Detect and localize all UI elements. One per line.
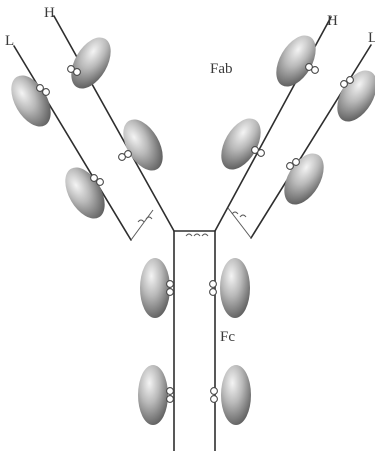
ss-ring (167, 396, 174, 403)
cl-domain-left (57, 161, 113, 225)
ch3-domain-right (221, 365, 251, 425)
chain-lines (14, 16, 371, 451)
ss-ring (97, 179, 104, 186)
ss-ring (167, 289, 174, 296)
ss-ring (341, 81, 348, 88)
label-fab-region: Fab (210, 61, 233, 77)
ch3-domain-left (138, 365, 168, 425)
ch2-domain-left (140, 258, 170, 318)
vl-domain-right (329, 64, 375, 128)
ss-ring (211, 388, 218, 395)
disulfide-right-line (228, 208, 251, 238)
label-heavy-chain-right: H (327, 13, 338, 29)
ss-ring (347, 77, 354, 84)
ss-ring (312, 67, 319, 74)
ss-ring (293, 159, 300, 166)
ss-ring (210, 281, 217, 288)
vh-domain-right (268, 29, 324, 93)
ss-ring (211, 396, 218, 403)
ss-ring (287, 163, 294, 170)
cl-domain-right (276, 147, 332, 211)
ss-ring (125, 151, 132, 158)
ss-ring (167, 388, 174, 395)
ch1-domain-left (115, 113, 171, 177)
label-light-chain-right: L (368, 30, 375, 46)
ss-ring (210, 289, 217, 296)
ss-ring (37, 85, 44, 92)
label-heavy-chain-left: H (44, 5, 55, 21)
disulfide-links (131, 208, 251, 240)
ss-ring (167, 281, 174, 288)
label-fc-region: Fc (220, 329, 235, 345)
vh-domain-left (63, 31, 119, 95)
ss-ring (91, 175, 98, 182)
label-light-chain-left: L (5, 33, 14, 49)
ss-ring (74, 69, 81, 76)
ss-ring (43, 89, 50, 96)
ch1-domain-right (213, 112, 269, 176)
ss-ring (258, 150, 265, 157)
hinge-disulfide-mark (186, 234, 208, 236)
vl-domain-left (3, 69, 59, 133)
ch2-domain-right (220, 258, 250, 318)
right-arm-domains (213, 29, 375, 211)
left-arm-domains (3, 31, 171, 225)
disulfide-left-line (131, 210, 153, 240)
light-chain-right-line (251, 45, 371, 238)
